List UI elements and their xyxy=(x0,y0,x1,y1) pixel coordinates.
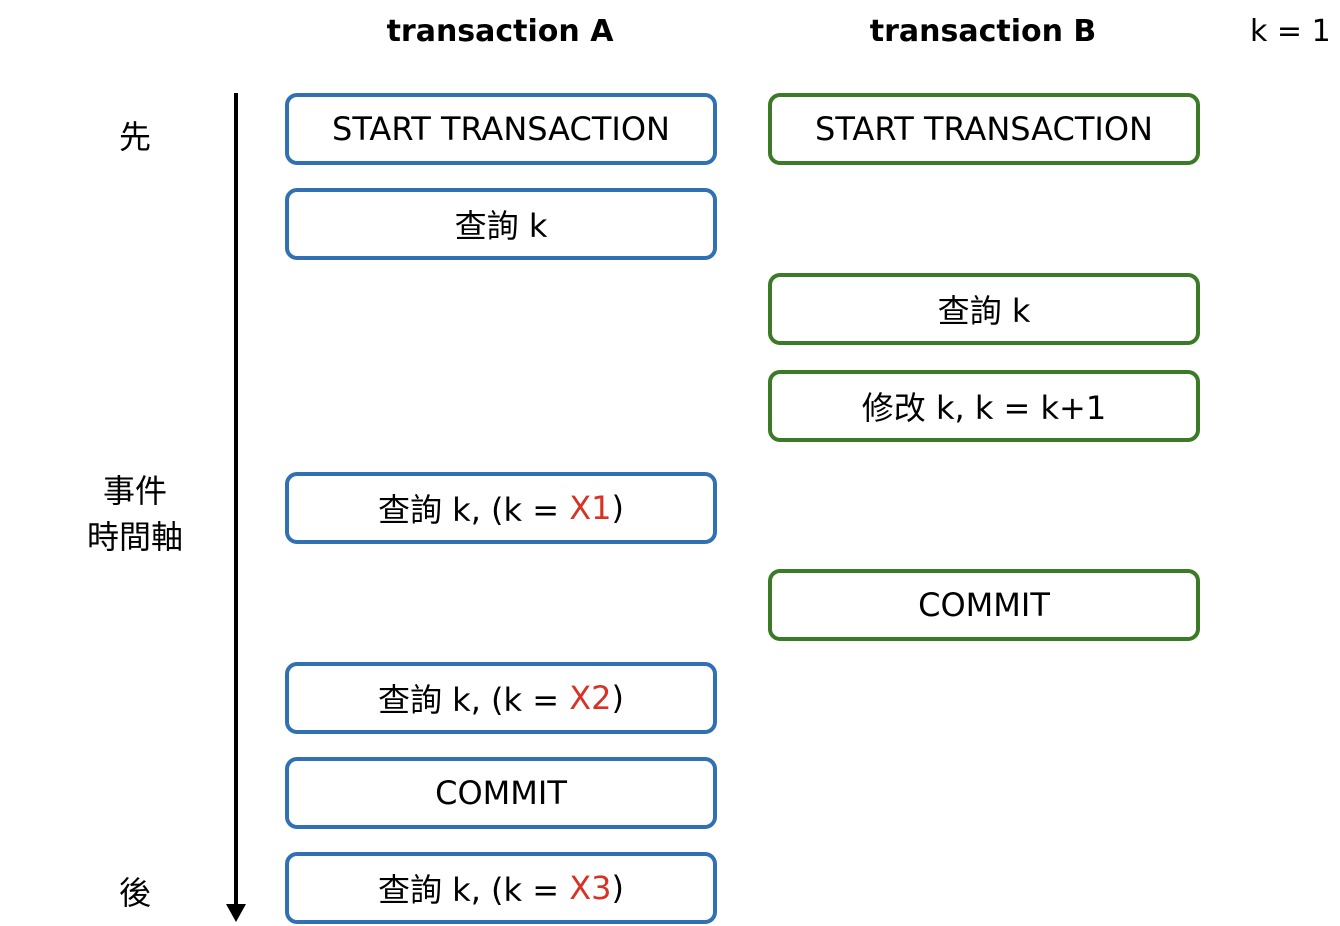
transaction-a-step-start: START TRANSACTION xyxy=(285,93,717,165)
query-result-x2: X2 xyxy=(569,679,612,717)
axis-title-line2: 時間軸 xyxy=(86,518,183,556)
axis-end-label: 後 xyxy=(118,874,151,912)
transaction-b-step-commit: COMMIT xyxy=(768,569,1200,641)
step-label-suffix: ) xyxy=(611,679,624,717)
transaction-a-header: transaction A xyxy=(386,14,614,49)
step-label-prefix: 查詢 k, (k = xyxy=(378,871,570,909)
axis-title-line1: 事件 xyxy=(102,472,167,510)
step-label: START TRANSACTION xyxy=(815,110,1153,148)
axis-title: 事件 時間軸 xyxy=(60,468,210,560)
query-result-x3: X3 xyxy=(569,869,612,907)
step-label: COMMIT xyxy=(435,774,567,812)
transaction-a-step-query-x1: 查詢 k, (k = X1) xyxy=(285,472,717,544)
time-axis-line xyxy=(234,93,238,908)
transaction-b-step-start: START TRANSACTION xyxy=(768,93,1200,165)
time-axis-arrowhead xyxy=(226,904,246,922)
transaction-b-step-query: 查詢 k xyxy=(768,273,1200,345)
step-label-suffix: ) xyxy=(611,489,624,527)
step-label-prefix: 查詢 k, (k = xyxy=(378,681,570,719)
transaction-a-step-query-x2: 查詢 k, (k = X2) xyxy=(285,662,717,734)
step-label: 修改 k, k = k+1 xyxy=(861,389,1107,427)
step-label: 查詢 k xyxy=(454,207,548,245)
transaction-a-step-query: 查詢 k xyxy=(285,188,717,260)
step-label-prefix: 查詢 k, (k = xyxy=(378,491,570,529)
transaction-a-step-commit: COMMIT xyxy=(285,757,717,829)
axis-start-label: 先 xyxy=(118,118,151,156)
transaction-a-step-query-x3: 查詢 k, (k = X3) xyxy=(285,852,717,924)
query-result-x1: X1 xyxy=(569,489,612,527)
step-label: START TRANSACTION xyxy=(332,110,670,148)
step-label: 查詢 k xyxy=(937,292,1031,330)
transaction-b-step-update: 修改 k, k = k+1 xyxy=(768,370,1200,442)
initial-value-label: k = 1 xyxy=(1250,14,1331,49)
step-label: COMMIT xyxy=(918,586,1050,624)
transaction-b-header: transaction B xyxy=(869,14,1097,49)
step-label-suffix: ) xyxy=(611,869,624,907)
